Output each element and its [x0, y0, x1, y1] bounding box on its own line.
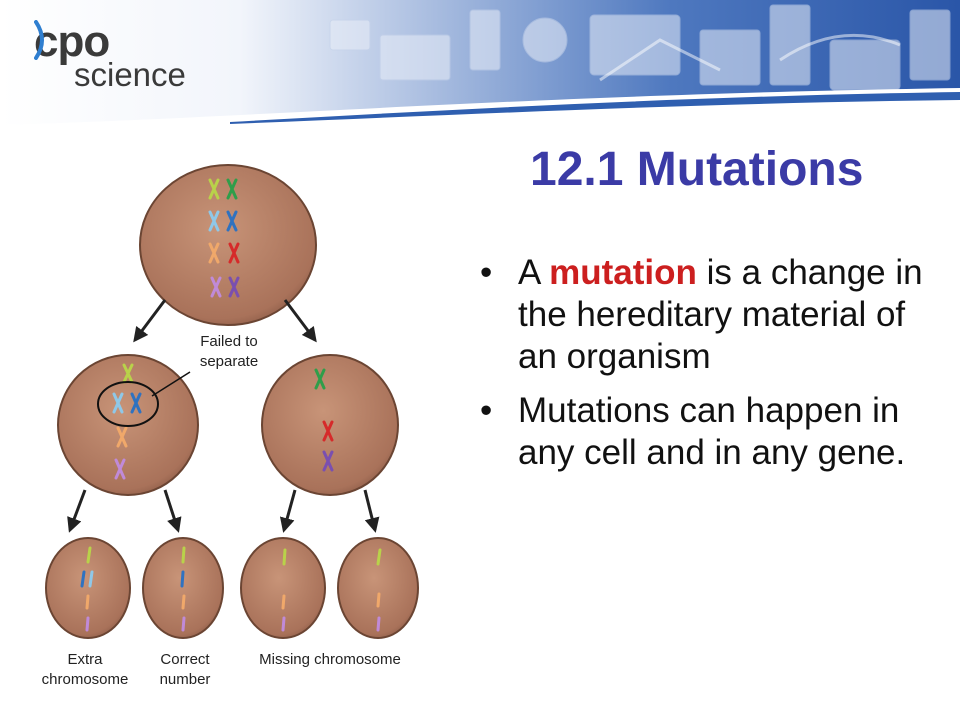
arrow — [283, 299, 317, 343]
label-correct-number: Correct number — [159, 651, 211, 688]
bullet-list: • A mutation is a change in the heredita… — [478, 252, 948, 486]
label-missing-chromosome: Missing chromosome — [259, 651, 401, 668]
cell-division-illustration — [45, 164, 419, 639]
bullet-text-before: A — [518, 253, 550, 292]
callout-circle — [97, 381, 159, 427]
logo-swoosh-icon — [34, 20, 44, 60]
keyword-mutation: mutation — [549, 253, 697, 292]
bullet-dot: • — [480, 253, 493, 292]
arrow — [363, 489, 380, 533]
bullet-text-after: is a change in the hereditary material o… — [518, 253, 923, 376]
bullet-item: • A mutation is a change in the heredita… — [478, 252, 948, 378]
slide-title: 12.1 Mutations — [530, 143, 864, 196]
arrow — [163, 489, 182, 533]
callout-label-failed-to-separate: Failed to separate — [199, 333, 259, 370]
bullet-text: Mutations can happen in any cell and in … — [518, 391, 906, 472]
daughter-cell-left — [57, 354, 199, 496]
label-extra-chromosome: Extra chromosome — [41, 651, 129, 688]
gamete-missing-2 — [337, 537, 419, 639]
logo-cpo-text: cpo — [34, 17, 110, 66]
logo-science-text: science — [74, 56, 186, 93]
gamete-missing-1 — [240, 537, 326, 639]
arrow — [279, 489, 297, 533]
bullet-dot: • — [480, 391, 493, 430]
nondisjunction-diagram: Failed to separate Extra chromosome Corr… — [40, 160, 440, 690]
arrow — [133, 299, 167, 343]
gamete-extra — [45, 537, 131, 639]
header-banner: cpo science — [0, 0, 960, 125]
gamete-correct — [142, 537, 224, 639]
cpo-science-logo: cpo science — [34, 20, 209, 100]
daughter-cell-right — [261, 354, 399, 496]
header-photo-collage — [0, 0, 960, 125]
arrow — [67, 489, 87, 533]
parent-cell — [139, 164, 317, 326]
bullet-item: • Mutations can happen in any cell and i… — [478, 390, 948, 474]
callout-line — [151, 371, 191, 397]
